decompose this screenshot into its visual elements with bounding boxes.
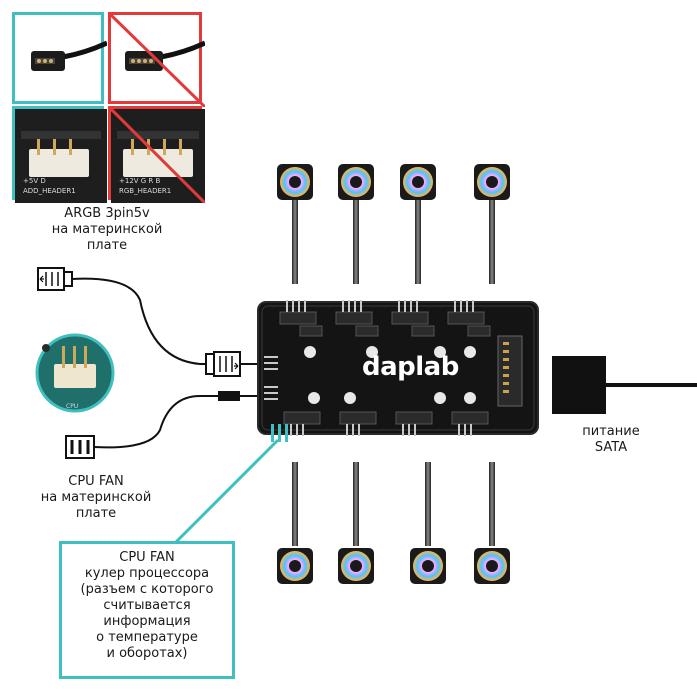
argb-header-photo-tile: +5V D ADD_HEADER1 bbox=[12, 106, 107, 203]
rgb-wrong-connector-tile bbox=[108, 12, 205, 107]
fan-icon bbox=[277, 164, 313, 200]
bottom-fan-cables bbox=[292, 462, 495, 546]
argb-header-icon bbox=[15, 109, 107, 203]
fan-icon bbox=[400, 164, 436, 200]
fan-icon bbox=[338, 548, 374, 584]
fan-icon bbox=[410, 548, 446, 584]
callout-line-4: считывается bbox=[103, 598, 191, 613]
top-fan-cables bbox=[292, 200, 495, 284]
callout-line-6: о температуре bbox=[96, 630, 198, 645]
hub-board bbox=[257, 300, 539, 442]
sata-connector-icon bbox=[552, 356, 697, 414]
rgb-connector-icon bbox=[111, 15, 205, 107]
cpu-fan-header-photo bbox=[35, 333, 115, 413]
cpu-fan-connector-icon bbox=[65, 435, 95, 459]
cpu-header-chip-text: CPU bbox=[66, 403, 79, 410]
cpu-fan-cable bbox=[93, 395, 218, 449]
argb-label-line-3: плате bbox=[86, 238, 128, 253]
argb-header-silk-2: ADD_HEADER1 bbox=[23, 187, 76, 195]
rgb-header-silk-2: RGB_HEADER1 bbox=[119, 187, 172, 195]
callout-line-2: кулер процессора bbox=[84, 566, 210, 581]
rgb-header-silk-1: +12V G R B bbox=[119, 177, 161, 185]
cross-out-line bbox=[111, 109, 205, 203]
fan-icon bbox=[338, 164, 374, 200]
fan-icon bbox=[474, 548, 510, 584]
hub-brand-logo: daplab bbox=[362, 352, 459, 382]
cpu-fan-mb-label-line-3: плате bbox=[75, 506, 117, 521]
argb-cable bbox=[71, 277, 206, 365]
cpu-fan-callout: CPU FAN кулер процессора (разъем с котор… bbox=[59, 541, 235, 679]
argb-input-connector-icon bbox=[37, 267, 73, 291]
cpu-fan-mb-label-line-1: CPU FAN bbox=[68, 474, 124, 489]
argb-output-connector-icon bbox=[205, 351, 241, 377]
arrow-icon bbox=[39, 275, 44, 283]
sata-label-line-1: питание bbox=[582, 424, 640, 439]
callout-pointer bbox=[168, 438, 280, 550]
cpu-fan-plug bbox=[218, 391, 240, 401]
sata-label-line-2: SATA bbox=[594, 440, 628, 455]
cpu-fan-mb-label: CPU FAN на материнской плате bbox=[26, 474, 166, 522]
cross-out-line bbox=[111, 15, 205, 107]
callout-line-5: информация bbox=[103, 614, 191, 629]
cpu-fan-mb-label-line-2: на материнской bbox=[40, 490, 152, 505]
argb-label: ARGB 3pin5v на материнской плате bbox=[12, 206, 202, 254]
argb-header-silk-1: +5V D bbox=[23, 177, 46, 185]
argb-connector-icon bbox=[31, 40, 107, 71]
rgb-header-photo-tile: +12V G R B RGB_HEADER1 bbox=[108, 106, 205, 203]
sata-label: питание SATA bbox=[556, 424, 666, 456]
callout-line-7: и оборотах) bbox=[106, 646, 188, 661]
argb-label-line-1: ARGB 3pin5v bbox=[64, 206, 150, 221]
callout-line-3: (разъем с которого bbox=[80, 582, 214, 597]
fan-icon bbox=[474, 164, 510, 200]
callout-line-1: CPU FAN bbox=[119, 550, 175, 565]
rgb-header-icon bbox=[111, 109, 205, 203]
argb-label-line-2: на материнской bbox=[51, 222, 163, 237]
fan-icon bbox=[277, 548, 313, 584]
argb-correct-connector-tile bbox=[12, 12, 107, 104]
arrow-icon bbox=[234, 362, 239, 370]
